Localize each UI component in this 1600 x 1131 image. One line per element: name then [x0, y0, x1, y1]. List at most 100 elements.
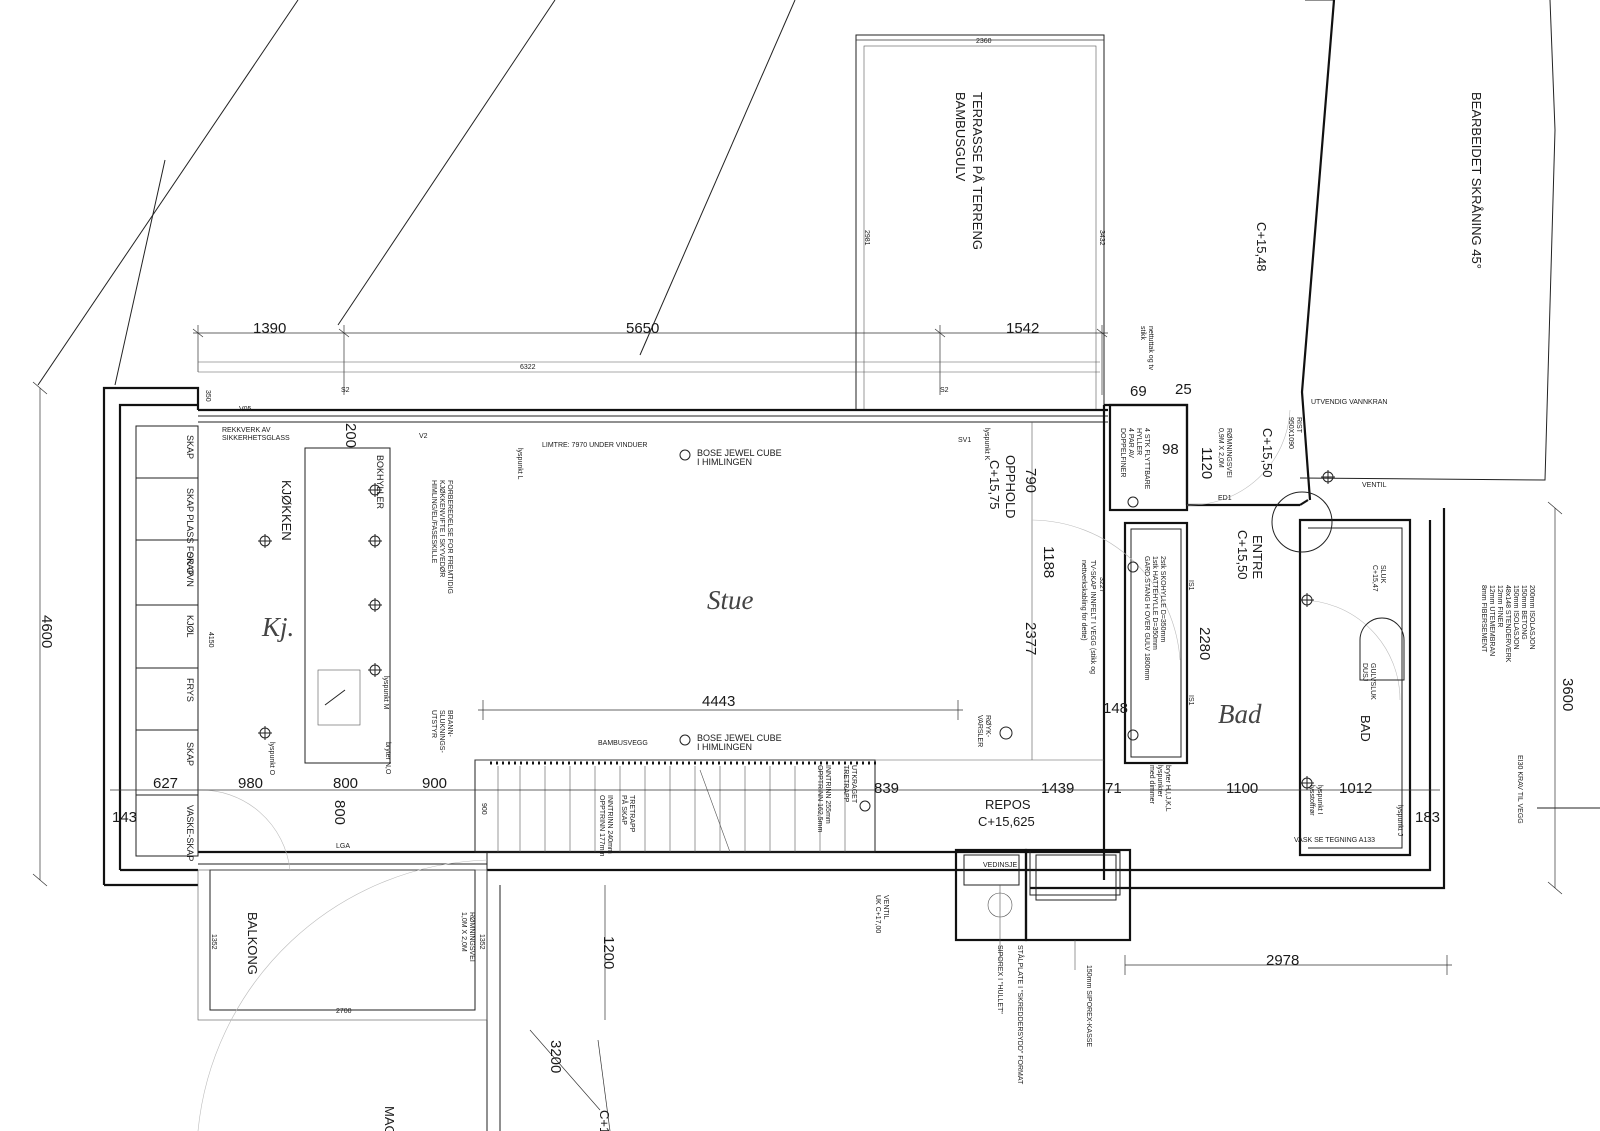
note-forberedelse-3: HIMLING/EL/FASESKILLE	[430, 480, 437, 564]
note-utkraget-2: TRETRAPP	[842, 765, 849, 803]
note-romningsvei-1: RØMNINGSVEI	[468, 912, 475, 962]
dim-4150: 4150	[207, 632, 214, 648]
dim-1200: 1200	[600, 936, 617, 969]
window-sv1: SV1	[958, 437, 971, 444]
dim-350: 350	[204, 390, 211, 402]
note-ei30: EI30 KRAV TIL VEGG	[1516, 755, 1523, 824]
dim-900-stair: 900	[480, 803, 487, 815]
room-label-opphold: OPPHOLD	[1003, 455, 1018, 519]
note-bryter-no: bryter N,O	[384, 742, 391, 775]
note-inntrinn-3: INNTRINN 255mm	[824, 765, 831, 824]
note-inntrinn-2: OPPTRINN 177mm	[598, 795, 605, 857]
note-vask: VASK SE TEGNING A133	[1294, 837, 1375, 844]
dim-1352a: 1352	[210, 934, 217, 950]
note-hyller-2: HYLLER	[1135, 428, 1142, 455]
note-sluk-1: SLUK	[1379, 565, 1386, 584]
note-ventil-uk-1: VENTIL	[882, 895, 889, 920]
dim-3200: 3200	[547, 1040, 564, 1073]
terrace-label-2: BAMBUSGULV	[953, 92, 968, 182]
slope-outline	[1299, 0, 1600, 809]
note-trapp-1: TRETRAPP	[628, 795, 635, 833]
note-rist-2: 950X1090	[1287, 417, 1294, 449]
note-bose-1b: I HIMLINGEN	[697, 457, 752, 467]
note-romningsvei-2: 1,0M X 2,0M	[460, 912, 467, 952]
note-hyller-1: 4 STK FLYTTBARE	[1143, 428, 1150, 490]
note-tv-2: nettverkskabling for dette)	[1080, 560, 1087, 641]
note-lyspunkt-l: lyspunkt L	[516, 448, 523, 480]
dim-143: 143	[112, 809, 137, 826]
note-lyspunkt-o: lyspunkt O	[268, 742, 275, 776]
note-romningsvei2-1: RØMNINGSVEI	[1225, 428, 1232, 478]
note-bose-2b: I HIMLINGEN	[697, 742, 752, 752]
note-royk-1: RØYK-	[984, 715, 991, 738]
note-sko-2: 1stk HATTEHYLLE D=350mm	[1151, 556, 1158, 650]
note-bryter-hijkl: bryter H,I,J,K,L	[1164, 765, 1171, 812]
note-rekkverk-1: REKKVERK AV	[222, 427, 271, 434]
note-staplate-2: SIPOREX I "HULLET"	[996, 945, 1003, 1014]
note-bose-1a: BOSE JEWEL CUBE	[697, 448, 782, 458]
note-vedinsje: VEDINSJE	[983, 862, 1018, 869]
slope-label: BEARBEIDET SKRÅNING 45°	[1469, 92, 1484, 269]
note-romningsvei2-2: 0,9M X 2,0M	[1217, 428, 1224, 468]
stair-treads	[490, 761, 880, 853]
room-label-kjokken: KJØKKEN	[279, 480, 294, 541]
note-sko-1: 2stk SKOHYLLE D=350mm	[1159, 556, 1166, 642]
note-rist-1: RIST	[1295, 417, 1302, 434]
note-bokhyller: BOKHYLLER	[375, 455, 385, 510]
terrace-label-1: TERRASSE PÅ TERRENG	[970, 92, 985, 250]
room-label-repos: REPOS	[985, 797, 1031, 812]
dim-1100: 1100	[1226, 780, 1258, 797]
cabinet-frys: FRYS	[185, 678, 195, 702]
dim-2981: 2981	[863, 230, 870, 246]
room-label-balkong: BALKONG	[245, 912, 260, 975]
dim-71: 71	[1105, 780, 1122, 797]
note-inntrinn-1: INNTRINN 240mm	[606, 795, 613, 854]
dim-183: 183	[1415, 809, 1440, 826]
repos-level: C+15,625	[978, 814, 1035, 829]
entry-outside-level: C+15,50	[1260, 428, 1275, 478]
dim-900: 900	[422, 775, 447, 792]
note-rekkverk-2: SIKKERHETSGLASS	[222, 435, 290, 442]
room-label-entre: ENTRE	[1250, 535, 1265, 579]
cabinet-plass-ovn: SKAP PLASS FOR OVN	[185, 488, 195, 587]
note-limtre: LIMTRE: 7970 UNDER VINDUER	[542, 442, 647, 449]
dim-148: 148	[1103, 700, 1128, 717]
terrain-level: C+15,48	[1254, 222, 1269, 272]
dim-5650: 5650	[626, 320, 659, 337]
note-ed1: ED1	[1218, 495, 1232, 502]
dim-6322: 6322	[520, 364, 536, 371]
room-label-stue: Stue	[707, 585, 754, 615]
window-v05: V05	[239, 406, 252, 413]
dim-2700: 2700	[336, 1008, 352, 1015]
room-label-bad: BAD	[1358, 715, 1373, 742]
dim-3227: 3227	[1098, 577, 1105, 593]
column-s2-b: S2	[940, 387, 949, 394]
building-walls	[32, 381, 1563, 1131]
opphold-level: C+15,75	[987, 460, 1002, 510]
note-isol-3b: 48x148 STENDERVERK	[1504, 585, 1511, 663]
dim-4443: 4443	[702, 693, 735, 710]
dim-200: 200	[342, 423, 359, 448]
note-nettuttak-2: stikk	[1139, 326, 1146, 341]
top-dimension-chain	[192, 325, 1108, 395]
dim-1188: 1188	[1040, 546, 1057, 578]
note-inntrinn-4: OPPTRINN 162,5mm	[816, 765, 823, 832]
cabinet-kjol: KJØL	[185, 615, 195, 638]
dim-1352b: 1352	[478, 934, 485, 950]
cabinet-skap-3: SKAP	[185, 742, 195, 766]
window-v2: V2	[419, 433, 428, 440]
dim-980: 980	[238, 775, 263, 792]
note-isol-1: 200mm ISOLASJON	[1528, 585, 1535, 650]
cabinet-vaskeskap: VASKE-SKAP	[185, 805, 195, 861]
dim-3600: 3600	[1559, 678, 1576, 711]
dim-1012: 1012	[1339, 780, 1372, 797]
dim-800b: 800	[331, 800, 348, 825]
note-ventil: VENTIL	[1362, 482, 1387, 489]
note-trapp-2: PÅ SKAP	[620, 795, 629, 825]
note-lyspunkt-m: lyspunkt M	[382, 676, 389, 710]
dim-3432: 3432	[1098, 230, 1105, 246]
dim-4600: 4600	[38, 615, 55, 648]
note-hyller-4: DOPPELFINER	[1119, 428, 1126, 477]
